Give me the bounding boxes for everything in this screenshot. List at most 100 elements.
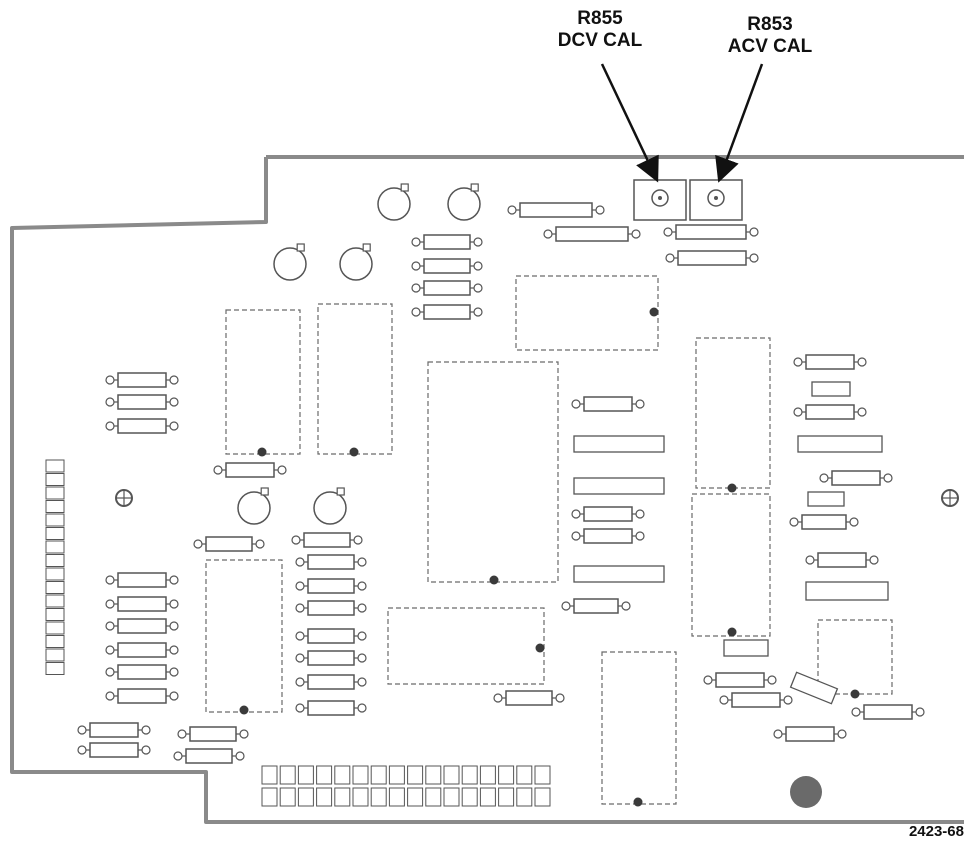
r853-callout-label: R853 ACV CAL xyxy=(700,14,840,58)
connector-pin xyxy=(45,648,65,662)
connector-pin xyxy=(45,581,65,594)
resistor xyxy=(105,642,179,658)
resistor xyxy=(105,596,179,612)
connector-pin xyxy=(45,608,65,621)
ic-outline xyxy=(427,361,559,585)
edge-connector-pad xyxy=(498,765,515,785)
edge-connector-pad xyxy=(279,765,296,785)
component-body xyxy=(573,565,665,583)
resistor xyxy=(295,600,367,616)
edge-connector-pad xyxy=(425,787,442,807)
resistor xyxy=(793,354,867,370)
connector-pin xyxy=(45,621,65,635)
edge-connector-pad xyxy=(334,765,351,785)
electrolytic-capacitor xyxy=(273,243,307,281)
resistor xyxy=(105,418,179,434)
component-body xyxy=(807,491,845,507)
resistor xyxy=(295,628,367,644)
edge-connector-pad xyxy=(334,787,351,807)
connector-pin xyxy=(45,594,65,608)
resistor xyxy=(77,722,151,738)
r855-ref: R855 xyxy=(577,8,623,29)
edge-connector-pad xyxy=(297,765,314,785)
resistor xyxy=(571,528,645,544)
resistor xyxy=(173,748,245,764)
edge-connector-pad xyxy=(370,765,387,785)
edge-connector-pad xyxy=(352,765,369,785)
ic-outline xyxy=(387,607,545,685)
edge-connector-pad xyxy=(479,765,496,785)
r853-ref: R853 xyxy=(747,14,793,35)
board-outline xyxy=(10,155,964,824)
edge-connector-pad xyxy=(316,765,333,785)
edge-connector-pad xyxy=(479,787,496,807)
resistor xyxy=(105,372,179,388)
connector-pin xyxy=(45,527,65,540)
connector-pin xyxy=(45,500,65,513)
connector-pin xyxy=(45,459,65,473)
resistor xyxy=(291,532,363,548)
resistor xyxy=(177,726,249,742)
r855-trim-pot xyxy=(633,179,687,221)
resistor xyxy=(213,462,287,478)
ic-outline xyxy=(817,619,893,699)
r853-function: ACV CAL xyxy=(727,35,813,57)
ic-outline xyxy=(601,651,677,807)
resistor xyxy=(793,404,867,420)
connector-pin xyxy=(45,513,65,527)
resistor xyxy=(571,506,645,522)
connector-pin xyxy=(45,486,65,500)
resistor xyxy=(561,598,631,614)
edge-connector-pad xyxy=(407,787,424,807)
r855-callout-arrow xyxy=(600,63,659,183)
component-body xyxy=(797,435,883,453)
edge-connector-pad xyxy=(461,765,478,785)
resistor xyxy=(571,396,645,412)
edge-connector-pad xyxy=(370,787,387,807)
resistor xyxy=(789,514,859,530)
connector-pin xyxy=(45,567,65,581)
electrolytic-capacitor xyxy=(447,183,481,221)
edge-connector-pad xyxy=(261,765,278,785)
figure-number: 2423-68 xyxy=(908,823,964,840)
ic-outline xyxy=(317,303,393,457)
edge-connector-pad xyxy=(407,765,424,785)
edge-connector-pad xyxy=(297,787,314,807)
edge-connector-pad xyxy=(534,765,551,785)
resistor xyxy=(493,690,565,706)
resistor xyxy=(665,250,759,266)
resistor xyxy=(295,700,367,716)
resistor xyxy=(773,726,847,742)
ic-outline xyxy=(691,493,771,637)
ic-outline xyxy=(695,337,771,493)
electrolytic-capacitor xyxy=(339,243,373,281)
electrolytic-capacitor xyxy=(313,487,347,525)
component-body xyxy=(723,639,769,657)
resistor xyxy=(703,672,777,688)
angled-component xyxy=(789,671,839,705)
resistor xyxy=(543,226,641,242)
component-body xyxy=(811,381,851,397)
resistor xyxy=(295,554,367,570)
component-body xyxy=(805,581,889,601)
edge-connector-pad xyxy=(498,787,515,807)
resistor xyxy=(295,578,367,594)
connector-pin xyxy=(45,662,65,675)
mounting-hole xyxy=(941,489,959,507)
resistor xyxy=(719,692,793,708)
ic-outline xyxy=(225,309,301,457)
resistor xyxy=(851,704,925,720)
edge-connector-pad xyxy=(516,765,533,785)
resistor xyxy=(105,664,179,680)
component-body xyxy=(573,435,665,453)
electrolytic-capacitor xyxy=(237,487,271,525)
r855-callout-label: R855 DCV CAL xyxy=(530,8,670,52)
edge-connector-pad xyxy=(261,787,278,807)
r855-function: DCV CAL xyxy=(557,29,643,51)
resistor xyxy=(805,552,879,568)
mounting-hole xyxy=(115,489,133,507)
component-body xyxy=(573,477,665,495)
resistor xyxy=(105,572,179,588)
